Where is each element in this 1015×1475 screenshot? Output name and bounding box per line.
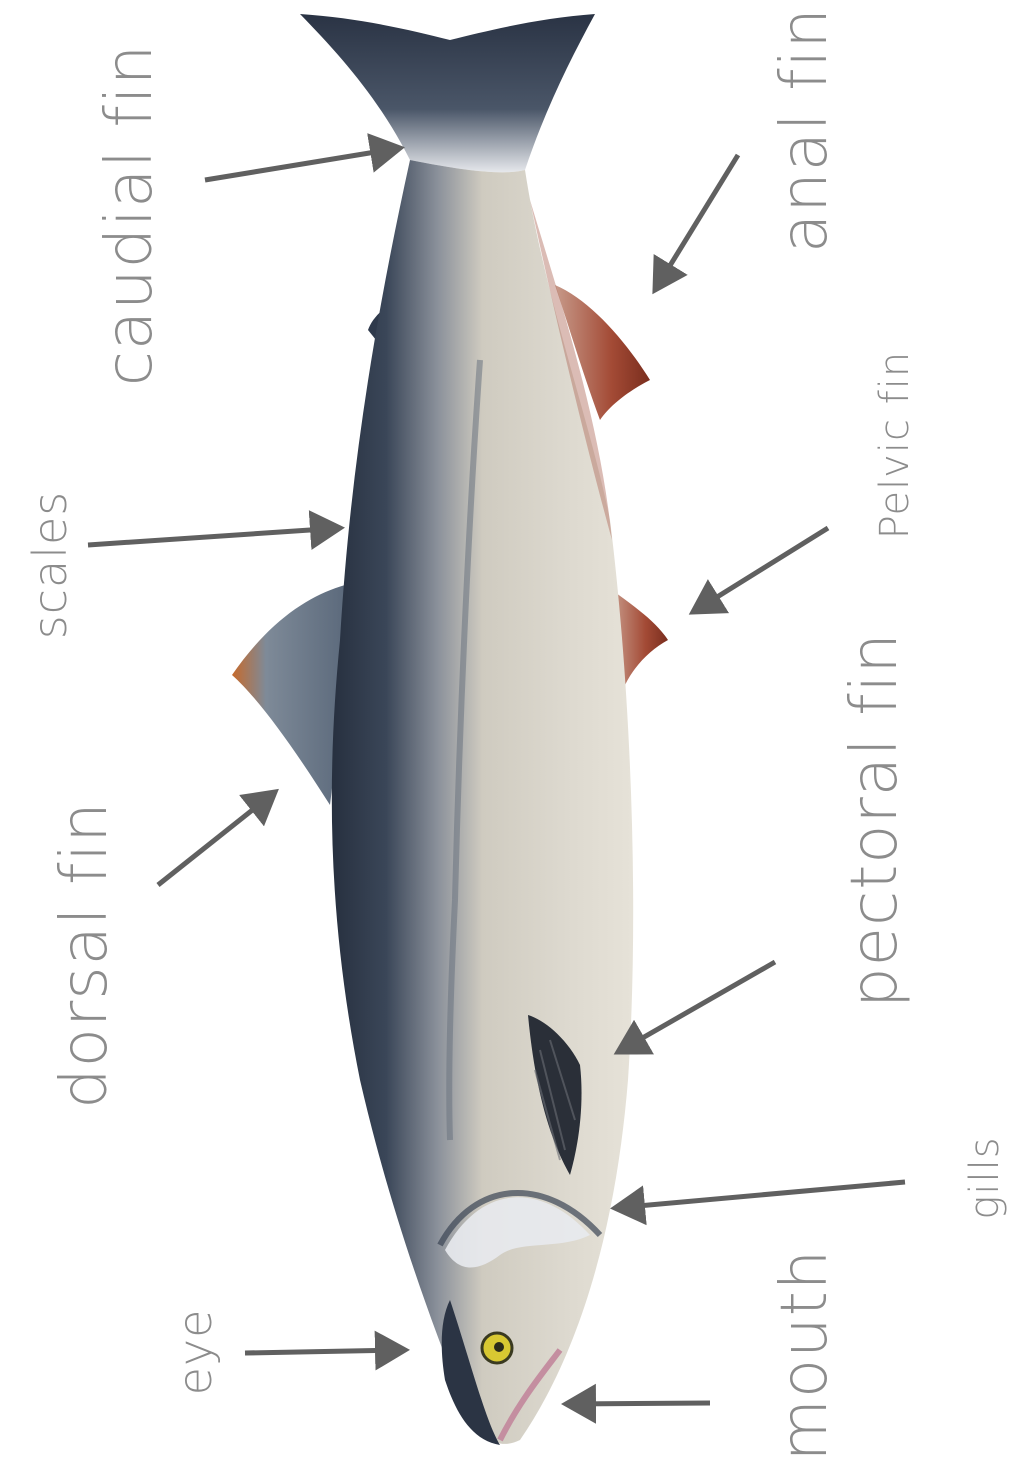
label-scales: scales: [23, 491, 77, 640]
label-eye: eye: [168, 1309, 222, 1396]
arrow-pectoral-fin: [618, 962, 775, 1052]
arrow-dorsal-fin: [158, 792, 275, 885]
label-pelvic-fin: Pelvic fin: [872, 351, 918, 539]
label-caudial-fin: caudial fin: [93, 44, 167, 387]
label-dorsal-fin: dorsal fin: [48, 801, 122, 1109]
dorsal-fin-shape: [232, 585, 345, 805]
label-pectoral-fin: pectoral fin: [838, 632, 912, 1008]
caudal-fin-shape: [300, 14, 595, 172]
label-mouth: mouth: [768, 1249, 842, 1462]
arrow-eye: [245, 1350, 405, 1353]
arrow-gills: [615, 1182, 905, 1208]
label-anal-fin: anal fin: [768, 7, 842, 253]
arrow-mouth: [566, 1403, 710, 1404]
arrow-pelvic-fin: [693, 528, 828, 612]
arrow-caudial-fin: [205, 148, 400, 180]
arrow-anal-fin: [655, 155, 738, 290]
arrow-scales: [88, 528, 340, 545]
label-gills: gills: [962, 1136, 1008, 1219]
